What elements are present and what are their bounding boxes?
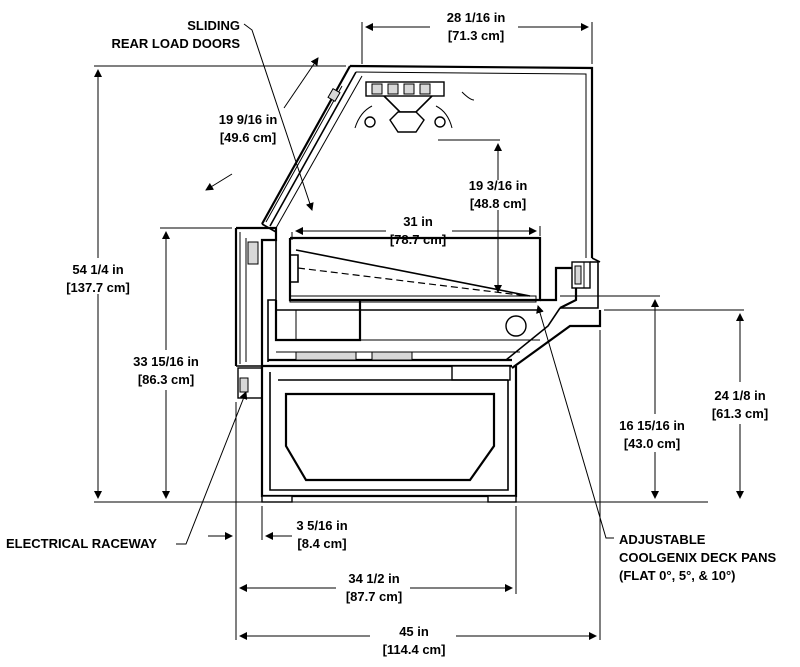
deck-pans-label-2: COOLGENIX DECK PANS bbox=[619, 550, 777, 565]
leader-lines bbox=[176, 23, 614, 545]
display-case bbox=[234, 64, 602, 503]
rear-sliding-door-glass bbox=[261, 65, 363, 233]
dimension-labels: 28 1/16 in [71.3 cm] 19 9/16 in [49.6 cm… bbox=[66, 10, 768, 657]
rear-wall bbox=[234, 226, 278, 367]
dim-rear-height-metric: [86.3 cm] bbox=[138, 372, 194, 387]
sliding-doors-label-2: REAR LOAD DOORS bbox=[111, 36, 240, 51]
dim-display-height-metric: [48.8 cm] bbox=[470, 196, 526, 211]
dim-overall-height-metric: [137.7 cm] bbox=[66, 280, 130, 295]
sliding-doors-label-1: SLIDING bbox=[187, 18, 240, 33]
dim-base-width: 34 1/2 in bbox=[348, 571, 399, 586]
case-base bbox=[260, 365, 518, 503]
dim-overall-width-metric: [114.4 cm] bbox=[383, 642, 446, 657]
dim-deck-depth-metric: [78.7 cm] bbox=[390, 232, 446, 247]
deck-pans-label-3: (FLAT 0°, 5°, & 10°) bbox=[619, 568, 735, 583]
raceway-leader bbox=[176, 391, 248, 545]
dim-rear-offset-metric: [8.4 cm] bbox=[297, 536, 346, 551]
electrical-raceway-label: ELECTRICAL RACEWAY bbox=[6, 536, 157, 551]
callout-labels: SLIDING REAR LOAD DOORS ELECTRICAL RACEW… bbox=[6, 18, 777, 583]
dim-top-width: 28 1/16 in bbox=[447, 10, 506, 25]
dim-top-width-metric: [71.3 cm] bbox=[448, 28, 504, 43]
display-well bbox=[262, 300, 602, 369]
dim-glass-length: 19 9/16 in bbox=[219, 112, 278, 127]
canopy-light-fixture bbox=[354, 81, 475, 133]
dim-deck-depth: 31 in bbox=[403, 214, 433, 229]
extension-lines bbox=[94, 22, 744, 640]
dim-glass-length-metric: [49.6 cm] bbox=[220, 130, 276, 145]
dim-front-height-metric: [61.3 cm] bbox=[712, 406, 768, 421]
dimension-lines bbox=[94, 23, 744, 640]
deck-pan-assembly bbox=[288, 236, 599, 309]
sliding-doors-leader bbox=[243, 23, 314, 211]
dim-overall-width: 45 in bbox=[399, 624, 429, 639]
canopy-top bbox=[349, 64, 594, 258]
dim-display-height: 19 3/16 in bbox=[469, 178, 528, 193]
dim-deck-height-metric: [43.0 cm] bbox=[624, 436, 680, 451]
dim-overall-height: 54 1/4 in bbox=[72, 262, 123, 277]
dim-deck-height: 16 15/16 in bbox=[619, 418, 685, 433]
electrical-raceway-box bbox=[237, 367, 263, 399]
deck-pans-label-1: ADJUSTABLE bbox=[619, 532, 706, 547]
dim-front-height: 24 1/8 in bbox=[714, 388, 765, 403]
dim-rear-offset: 3 5/16 in bbox=[296, 518, 347, 533]
dim-base-width-metric: [87.7 cm] bbox=[346, 589, 402, 604]
deck-pans-leader bbox=[536, 305, 614, 539]
dim-rear-height: 33 15/16 in bbox=[133, 354, 199, 369]
